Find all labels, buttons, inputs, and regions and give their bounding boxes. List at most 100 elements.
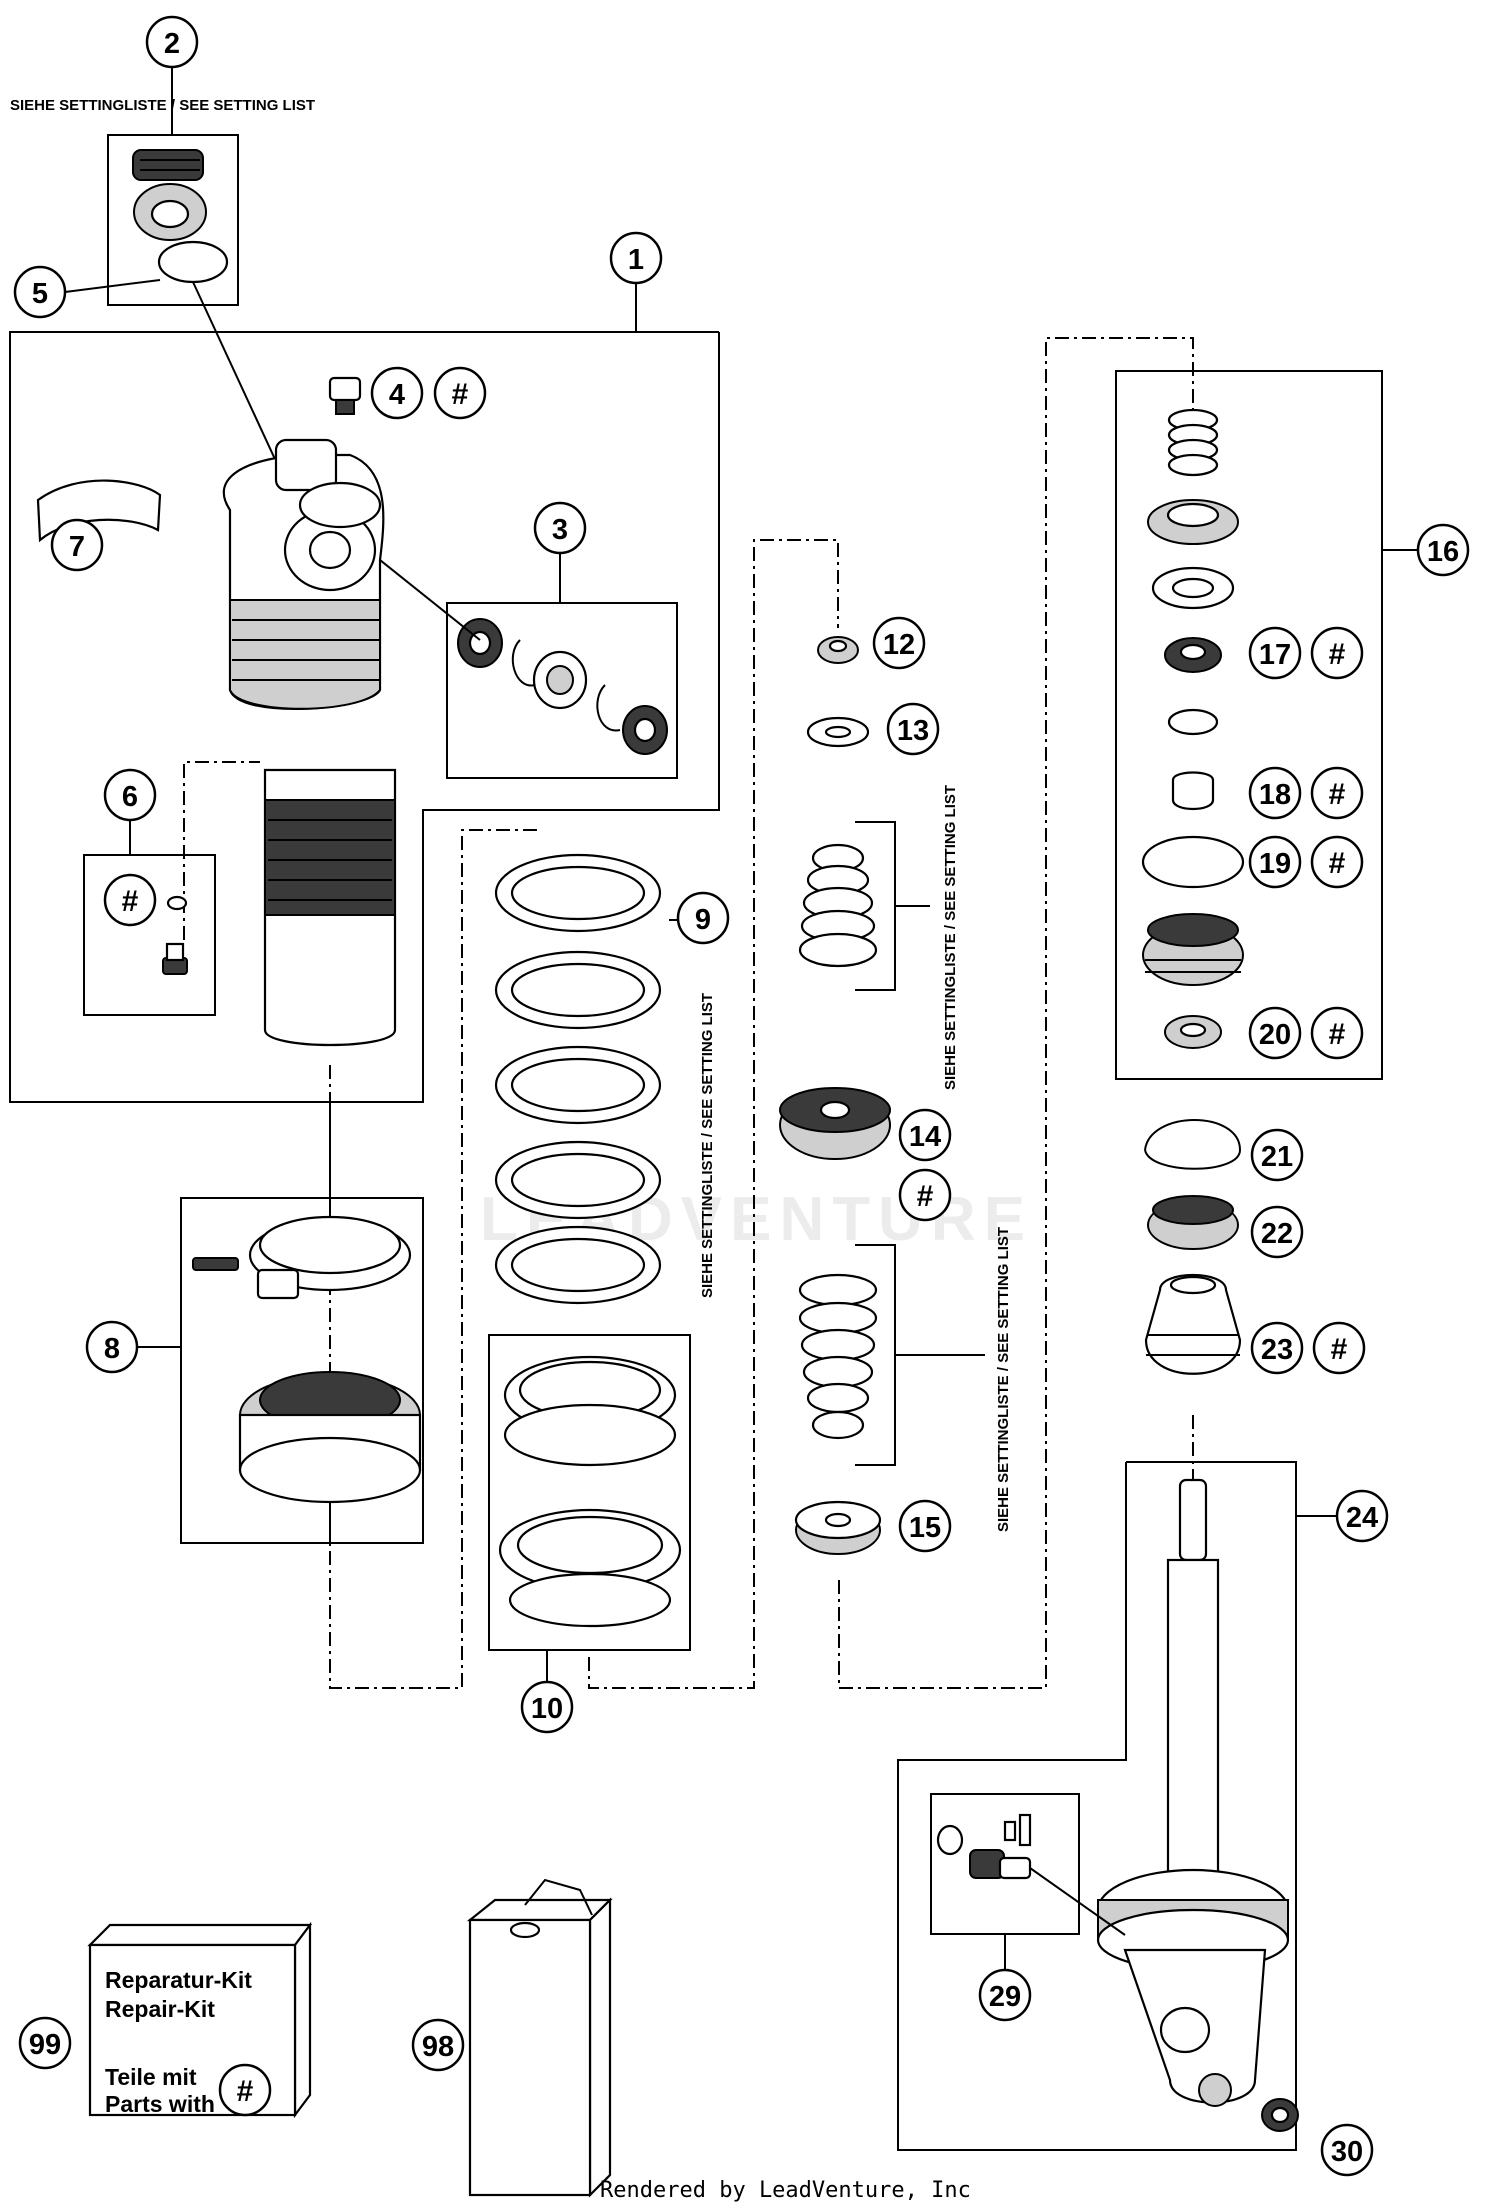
valve-group-box [83, 854, 216, 1016]
svg-text:19: 19 [1259, 848, 1291, 880]
callout-18: 18 [1248, 766, 1302, 820]
svg-text:12: 12 [883, 629, 915, 661]
callout-17: 17 [1248, 626, 1302, 680]
part-6-valve [162, 895, 188, 975]
callout-10: 10 [520, 1680, 574, 1734]
svg-text:9: 9 [695, 904, 711, 936]
svg-text:#: # [1329, 847, 1346, 880]
callout-8: 8 [85, 1320, 139, 1374]
part-30-bushing [1261, 2098, 1299, 2132]
svg-text:5: 5 [32, 278, 48, 310]
part-98-oil-can [466, 1878, 613, 2198]
callout-29: 29 [978, 1968, 1032, 2022]
shock-body-group-box [9, 331, 720, 1103]
callout-3: 3 [533, 501, 587, 555]
repair-kit-line3: Teile mit [105, 2064, 197, 2090]
piston-rod-group-box [897, 1461, 1297, 2151]
setting-note-top: SIEHE SETTINGLISTE / SEE SETTING LIST [10, 97, 315, 114]
callout-6: 6 [103, 768, 157, 822]
svg-text:18: 18 [1259, 779, 1291, 811]
dashed-leader-valve [183, 761, 260, 940]
part-9-spring [494, 853, 662, 1305]
setting-note-lower-stack: SIEHE SETTINGLISTE / SEE SETTING LIST [995, 1227, 1012, 1532]
svg-text:23: 23 [1261, 1334, 1293, 1366]
svg-text:#: # [917, 1180, 934, 1213]
repair-kit-hash-badge: # [218, 2063, 272, 2117]
part-15-base-plate [794, 1500, 882, 1555]
setting-note-spring: SIEHE SETTINGLISTE / SEE SETTING LIST [699, 993, 716, 1298]
leader-5-to-body [192, 281, 281, 471]
footer-credit: Rendered by LeadVenture, Inc [600, 2178, 971, 2203]
hash-badge-19: # [1310, 835, 1364, 889]
dashed-leader-12-15 [588, 539, 839, 1689]
svg-text:21: 21 [1261, 1141, 1293, 1173]
svg-text:98: 98 [422, 2031, 454, 2063]
repair-kit-line1: Reparatur-Kit [105, 1967, 252, 1993]
callout-24: 24 [1335, 1489, 1389, 1543]
callout-19: 19 [1248, 835, 1302, 889]
callout-14: 14 [898, 1108, 952, 1162]
svg-text:#: # [1331, 1333, 1348, 1366]
svg-text:6: 6 [122, 781, 138, 813]
part-19-o-ring [1141, 835, 1245, 889]
svg-text:#: # [1329, 778, 1346, 811]
repair-kit-line2: Repair-Kit [105, 1996, 215, 2022]
svg-text:99: 99 [29, 2029, 61, 2061]
part-14-piston [779, 1087, 891, 1160]
part-29-valve-parts [936, 1813, 1032, 1880]
svg-text:8: 8 [104, 1333, 120, 1365]
part-8-clamp-and-nut [192, 1102, 422, 1543]
svg-text:10: 10 [531, 1693, 563, 1725]
part-16-small-ring [1167, 708, 1219, 736]
part-12-nut [817, 636, 859, 664]
hash-badge-14: # [898, 1168, 952, 1222]
part-16-compression-assembly [1147, 408, 1239, 610]
leader-3 [379, 559, 481, 641]
callout-9: 9 [676, 891, 730, 945]
part-3-bearing-set [457, 618, 668, 755]
svg-text:#: # [122, 885, 139, 918]
callout-1: 1 [609, 231, 663, 285]
svg-text:17: 17 [1259, 639, 1291, 671]
dashed-leader-16 [838, 337, 1194, 1689]
callout-2: 2 [145, 15, 199, 69]
svg-text:30: 30 [1331, 2136, 1363, 2168]
part-16-seal-head [1142, 913, 1244, 986]
callout-16: 16 [1416, 523, 1470, 577]
shim-stack-lower [798, 1273, 878, 1440]
piston-group-box [1115, 370, 1383, 1080]
callout-30: 30 [1320, 2123, 1374, 2177]
svg-text:1: 1 [628, 244, 644, 276]
spring-retainer-group-box [488, 1334, 691, 1651]
hash-badge-18: # [1310, 766, 1364, 820]
callout-12: 12 [872, 616, 926, 670]
callout-23: 23 [1250, 1321, 1304, 1375]
callout-4: 4 [370, 366, 424, 420]
callout-22: 22 [1250, 1205, 1304, 1259]
svg-text:24: 24 [1346, 1502, 1378, 1534]
svg-text:3: 3 [552, 514, 568, 546]
callout-7: 7 [50, 518, 104, 572]
svg-text:7: 7 [69, 531, 85, 563]
part-21-circlip [1144, 1119, 1242, 1170]
bearing-group-box [446, 602, 678, 779]
part-23-bump-rubber [1144, 1274, 1242, 1375]
svg-text:#: # [237, 2075, 254, 2108]
callout-13: 13 [886, 702, 940, 756]
part-5-o-ring [157, 240, 229, 284]
part-1-shock-body [222, 438, 397, 1047]
hash-badge-20: # [1310, 1006, 1364, 1060]
part-24-piston-rod [1096, 1478, 1290, 2107]
svg-text:4: 4 [389, 379, 405, 411]
svg-text:15: 15 [909, 1512, 941, 1544]
svg-text:13: 13 [897, 715, 929, 747]
part-4-bleed-screw [328, 376, 362, 415]
svg-text:#: # [1329, 638, 1346, 671]
hash-badge-4: # [433, 366, 487, 420]
part-20-bushing [1164, 1015, 1222, 1049]
svg-text:29: 29 [989, 1981, 1021, 2013]
hash-badge-6: # [103, 873, 157, 927]
svg-text:#: # [452, 378, 469, 411]
callout-99: 99 [18, 2016, 72, 2070]
